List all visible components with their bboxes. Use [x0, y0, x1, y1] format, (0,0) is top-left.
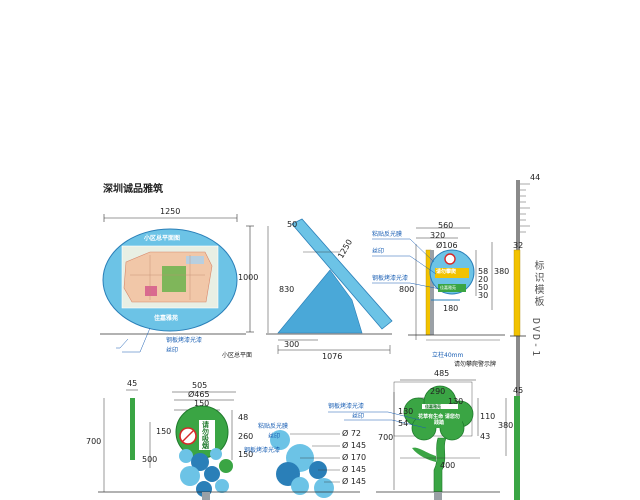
angled-dim-300: 300: [284, 340, 300, 349]
nosmoke-note-steel: 钢板烤漆光漆: [244, 447, 281, 454]
pole-dim-50: 50: [478, 283, 489, 292]
strip-dim-32: 32: [513, 241, 524, 250]
cloud-dim-130-left: 130: [398, 407, 414, 416]
pole-dim-58: 58: [478, 267, 489, 276]
nosmoke-circle-2: Ø 145: [342, 441, 367, 450]
pole-dim-20: 20: [478, 275, 489, 284]
site-map-footer: 佳嘉雅苑: [154, 315, 179, 322]
strip-dim-44: 44: [530, 173, 541, 182]
nosmoke-dim-150-left: 150: [156, 427, 172, 436]
cloud-note-steel: 钢板烤漆光漆: [328, 403, 365, 410]
angled-dim-830: 830: [279, 285, 295, 294]
site-map-note-print: 丝印: [166, 347, 179, 354]
nosmoke-circle-3: Ø 170: [342, 453, 367, 462]
pole-dim-380: 380: [494, 267, 510, 276]
nosmoke-dim-48: 48: [238, 413, 249, 422]
template-strip: [510, 180, 530, 500]
strip-code: DVD-1: [530, 318, 541, 359]
no-smoking-panel: [98, 389, 360, 500]
nosmoke-note-print: 丝印: [268, 433, 281, 440]
nosmoke-dim-150-top: 150: [194, 399, 210, 408]
pole-dim-30: 30: [478, 291, 489, 300]
nosmoke-circle-5: Ø 145: [342, 477, 367, 486]
cloud-dim-110: 110: [480, 412, 496, 421]
nosmoke-circle-1: Ø 72: [342, 429, 362, 438]
pole-note-post: 立柱40mm: [432, 352, 464, 359]
site-map-caption: 小区总平面: [222, 352, 253, 359]
pole-dim-d106: Ø106: [436, 241, 458, 250]
cloud-dim-290: 290: [430, 387, 446, 396]
nosmoke-circle-4: Ø 145: [342, 465, 367, 474]
strip-post-top: [513, 249, 521, 337]
pole-dim-180: 180: [443, 304, 459, 313]
site-map-heading: 小区总平面图: [144, 235, 181, 242]
site-map-width-dim: 1250: [160, 207, 181, 216]
angled-sign-board: [291, 218, 393, 330]
pole-dim-320: 320: [430, 231, 446, 240]
nosmoke-dim-700: 700: [86, 437, 102, 446]
strip-vertical-label: 标识模板: [532, 260, 543, 308]
pole-dim-800: 800: [399, 285, 415, 294]
thin-post: [130, 398, 135, 460]
nosmoke-dim-500: 500: [142, 455, 158, 464]
cloud-sign-text: 花草有生命 请您勿践踏: [418, 414, 460, 426]
cloud-sign-panel: [328, 379, 507, 500]
cloud-dim-400: 400: [440, 461, 456, 470]
nosmoke-dim-45: 45: [127, 379, 138, 388]
cloud-dim-130-top: 130: [448, 397, 464, 406]
angled-dim-50: 50: [287, 220, 298, 229]
nosmoke-dim-d465: Ø465: [188, 390, 210, 399]
site-map-note-steel: 钢板烤漆光漆: [166, 337, 203, 344]
angled-sign-panel: [266, 218, 393, 354]
strip-post-bottom: [514, 396, 520, 500]
pole-dim-560: 560: [438, 221, 454, 230]
cloud-dim-380: 380: [498, 421, 514, 430]
angled-dim-1076: 1076: [322, 352, 343, 361]
site-map-height-dim: 1000: [238, 273, 259, 282]
cloud-dim-485: 485: [434, 369, 450, 378]
cloud-dim-700: 700: [378, 433, 394, 442]
cloud-dim-45: 45: [513, 386, 524, 395]
pole-note-print: 丝印: [372, 248, 385, 255]
cloud-note-print: 丝印: [352, 413, 365, 420]
cloud-dim-54: 54: [398, 419, 409, 428]
nosmoke-sign-text: 请勿吸烟: [202, 421, 209, 450]
pole-note-reflect: 粘贴反光膜: [372, 231, 403, 238]
pole-sign-sub: 佳嘉雅苑: [440, 285, 456, 290]
angled-sign-stand: [277, 269, 363, 334]
cloud-sign-head: 佳嘉雅苑: [425, 404, 441, 409]
pole-caption: 请勿攀爬警示牌: [454, 361, 497, 368]
cloud-dim-43: 43: [480, 432, 491, 441]
pole-note-steel: 钢板烤漆光漆: [372, 275, 409, 282]
nosmoke-note-reflect: 粘贴反光膜: [258, 423, 289, 430]
nosmoke-dim-505: 505: [192, 381, 208, 390]
pole-sign-panel: [372, 227, 505, 341]
nosmoke-dim-260: 260: [238, 432, 254, 441]
project-title: 深圳诚品雅筑: [103, 184, 163, 195]
nosmoke-dim-150-right: 150: [238, 450, 254, 459]
site-map-panel: [100, 214, 254, 353]
pole-sign-text: 请勿攀爬: [436, 269, 457, 275]
